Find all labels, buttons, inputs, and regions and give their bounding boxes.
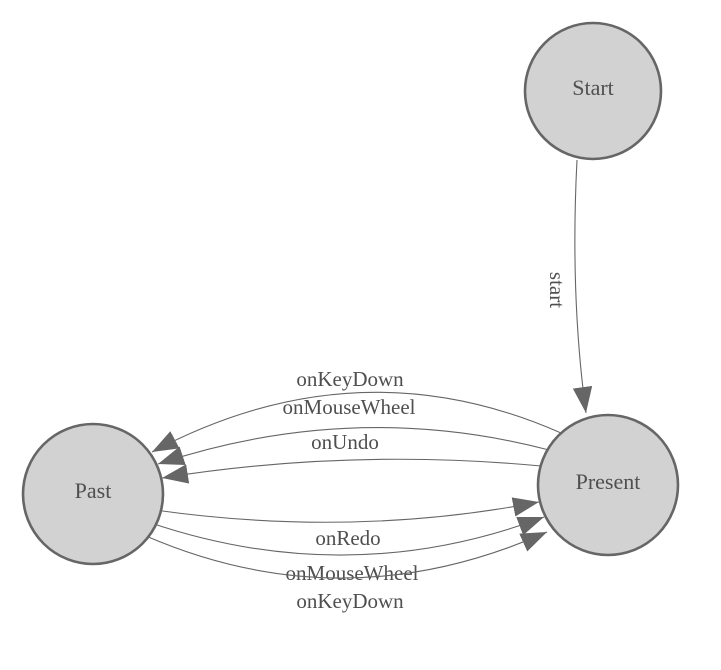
node-past-circle <box>21 422 165 566</box>
node-start: Start <box>523 21 663 161</box>
edge-past-to-present-onredo <box>154 497 540 523</box>
edge-layer: start onKeyDown onMouseWheel onUndo onRe… <box>145 159 593 613</box>
edge-label-start: start <box>545 272 569 308</box>
edge-label-onkeydown-bottom: onKeyDown <box>296 589 404 613</box>
edge-start-to-present <box>572 159 593 414</box>
node-present-label: Present <box>576 469 641 494</box>
edge-present-to-past-onkeydown <box>151 391 562 453</box>
edge-label-onmousewheel-bottom: onMouseWheel <box>286 561 419 585</box>
edge-label-onkeydown-top: onKeyDown <box>296 367 404 391</box>
node-past: Past <box>21 422 165 566</box>
edge-present-to-past-onundo <box>161 458 542 484</box>
node-start-circle <box>523 21 663 161</box>
edge-past-to-present-onmousewheel <box>150 516 545 556</box>
edge-label-onmousewheel-top: onMouseWheel <box>283 395 416 419</box>
edge-present-to-past-onmousewheel <box>157 427 550 466</box>
node-layer: Start Past Present <box>21 21 680 566</box>
edge-label-onundo: onUndo <box>311 430 379 454</box>
node-present: Present <box>536 413 680 557</box>
node-past-label: Past <box>75 478 112 503</box>
edge-past-to-present-onkeydown <box>145 531 548 579</box>
edge-label-onredo: onRedo <box>315 526 380 550</box>
node-present-circle <box>536 413 680 557</box>
node-start-label: Start <box>572 75 614 100</box>
